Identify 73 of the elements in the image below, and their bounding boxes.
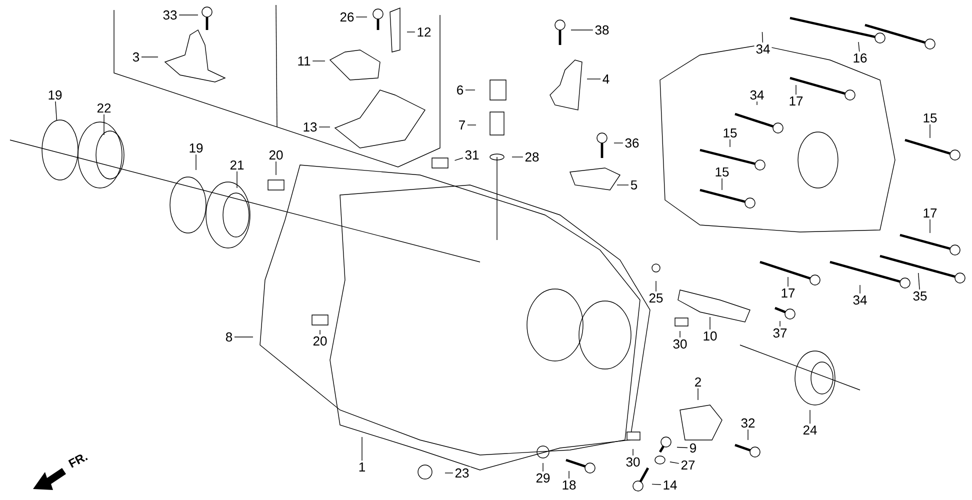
callout-number: 15 [921, 112, 939, 124]
callout-number: 7 [456, 119, 468, 131]
callout-number: 17 [921, 207, 939, 219]
leader-line [356, 16, 368, 18]
callout-number: 28 [523, 150, 541, 164]
leader-line [234, 336, 254, 338]
leader-line [312, 60, 326, 62]
callout-number: 38 [593, 24, 611, 36]
callout-number: 16 [851, 52, 869, 64]
callout-number: 33 [161, 8, 179, 22]
callout-number: 15 [721, 126, 739, 140]
callout-number: 3 [130, 50, 142, 64]
callout-number: 24 [801, 424, 819, 436]
leader-line [918, 272, 920, 290]
callout-number: 30 [624, 456, 642, 468]
callout-number: 9 [688, 442, 698, 454]
leader-line [467, 124, 476, 126]
callout-number: 22 [95, 102, 113, 114]
leader-line [676, 446, 688, 448]
direction-label: FR. [68, 454, 88, 468]
callout-number: 34 [851, 294, 869, 306]
leader-line [542, 462, 544, 472]
callout-number: 8 [224, 330, 234, 344]
leader-line [616, 184, 629, 186]
callout-number: 32 [739, 416, 757, 430]
callout-number: 19 [46, 88, 64, 102]
leader-line [178, 14, 198, 16]
leader-line [586, 78, 601, 80]
leader-line [141, 56, 158, 58]
callout-number: 14 [661, 479, 679, 491]
leader-line [858, 42, 860, 52]
callout-number: 34 [754, 42, 772, 56]
callout-number: 31 [463, 148, 481, 162]
callout-number: 25 [647, 292, 665, 304]
leader-line [652, 484, 662, 485]
callout-number: 13 [301, 120, 319, 134]
callout-number: 37 [771, 326, 789, 340]
callout-number: 30 [671, 338, 689, 350]
leader-line [318, 126, 330, 128]
leader-line [444, 472, 454, 474]
callout-number: 29 [534, 472, 552, 484]
callout-number: 1 [356, 461, 368, 473]
callout-number: 27 [679, 458, 697, 472]
callout-number: 36 [623, 136, 641, 150]
leader-line [568, 470, 570, 479]
leader-line [762, 32, 764, 43]
callout-number: 12 [415, 26, 433, 38]
callout-number: 34 [748, 88, 766, 102]
leader-line [756, 101, 758, 106]
callout-number: 26 [338, 10, 356, 24]
leader-line [55, 101, 58, 120]
callout-number: 18 [560, 478, 578, 492]
callout-number: 35 [911, 290, 929, 302]
leader-line [454, 158, 464, 161]
callout-number: 5 [628, 178, 640, 192]
leader-line [236, 171, 238, 188]
callout-number: 20 [311, 334, 329, 348]
leader-line [632, 448, 634, 456]
callout-number: 17 [779, 287, 797, 299]
callout-number: 23 [453, 466, 471, 480]
callout-number: 10 [701, 330, 719, 342]
callout-number: 6 [454, 84, 466, 96]
leader-line [614, 142, 624, 144]
callout-number: 11 [296, 55, 312, 67]
leader-line [670, 462, 680, 464]
callout-number: 2 [692, 376, 704, 388]
callout-number: 20 [267, 148, 285, 162]
callout-number: 15 [713, 166, 731, 178]
callout-number: 4 [600, 73, 612, 85]
leader-line [512, 156, 524, 158]
callout-number: 19 [187, 142, 205, 154]
callout-number: 21 [228, 158, 246, 172]
callout-number: 17 [787, 95, 805, 107]
